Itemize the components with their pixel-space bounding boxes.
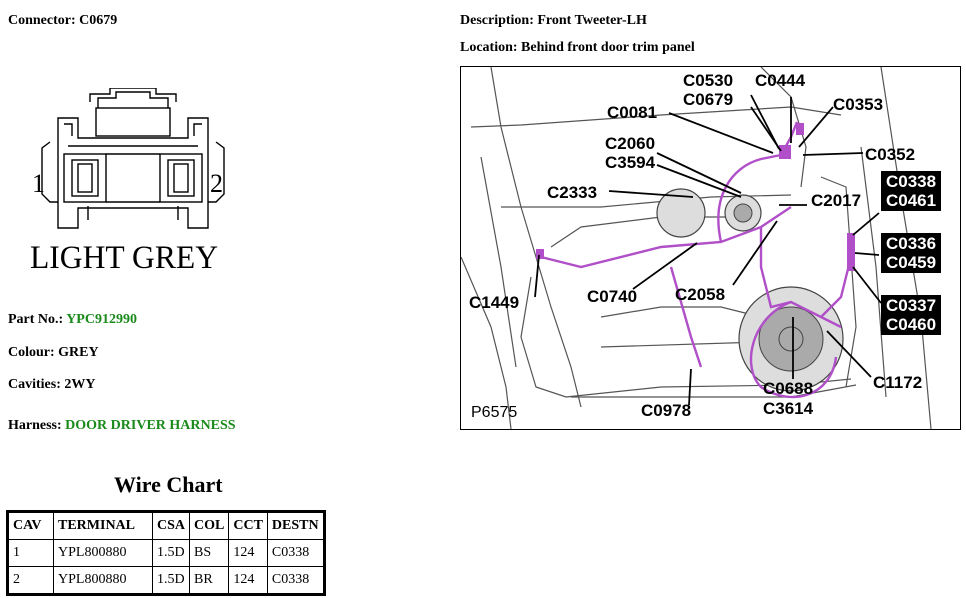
connector-face-drawing: 1 2 LIGHT GREY <box>30 88 225 276</box>
harness: Harness: DOOR DRIVER HARNESS <box>8 418 236 434</box>
location: Location: Behind front door trim panel <box>460 40 695 55</box>
cell-terminal: YPL800880 <box>53 566 153 595</box>
callout-c0336: C0336 <box>886 234 937 253</box>
col-terminal: TERMINAL <box>53 511 153 540</box>
callout-c0336-c0459: C0336 C0459 <box>881 233 942 273</box>
table-row: 2 YPL800880 1.5D BR 124 C0338 <box>7 566 325 595</box>
callout-c0740: C0740 <box>587 287 638 306</box>
col-cct: CCT <box>228 511 268 540</box>
cell-col: BS <box>189 539 230 567</box>
callout-c0460: C0460 <box>886 315 937 334</box>
callout-c0337-c0460: C0337 C0460 <box>881 295 942 335</box>
cell-destn: C0338 <box>266 566 325 595</box>
callout-c0530: C0530 <box>683 71 734 90</box>
callout-c0444: C0444 <box>755 71 806 90</box>
callout-c0353: C0353 <box>833 95 884 114</box>
part-number-label: Part No.: <box>8 312 67 327</box>
colour: Colour: GREY <box>8 345 99 360</box>
connector-id: Connector: C0679 <box>8 13 118 28</box>
description: Description: Front Tweeter-LH <box>460 13 647 28</box>
table-row: 1 YPL800880 1.5D BS 124 C0338 <box>7 539 325 567</box>
callout-c0352: C0352 <box>865 145 916 164</box>
col-destn: DESTN <box>266 511 325 540</box>
callout-c0338-c0461: C0338 C0461 <box>881 171 942 211</box>
harness-link[interactable]: DOOR DRIVER HARNESS <box>65 418 236 433</box>
callout-c0459: C0459 <box>886 253 937 272</box>
callout-c0461: C0461 <box>886 191 937 210</box>
callout-c2017: C2017 <box>811 191 862 210</box>
cell-destn: C0338 <box>266 539 325 567</box>
cell-cav: 1 <box>7 539 54 567</box>
cell-cct: 124 <box>228 566 268 595</box>
pin-2-label: 2 <box>210 169 223 198</box>
harness-label: Harness: <box>8 418 66 433</box>
col-csa: CSA <box>151 511 191 540</box>
callout-c1172: C1172 <box>873 373 923 392</box>
callout-c0338: C0338 <box>886 172 937 191</box>
col-col: COL <box>189 511 230 540</box>
cell-csa: 1.5D <box>151 539 191 567</box>
cell-terminal: YPL800880 <box>53 539 153 567</box>
image-reference: P6575 <box>471 404 518 421</box>
callout-c2058: C2058 <box>675 285 726 304</box>
location-illustration: C0530 C0679 C0444 C0081 C0353 C2060 C359… <box>460 66 961 430</box>
cell-cct: 124 <box>228 539 268 567</box>
callout-c0337: C0337 <box>886 296 937 315</box>
col-cav: CAV <box>7 511 54 540</box>
callout-c2333: C2333 <box>547 183 598 202</box>
callout-c1449: C1449 <box>469 293 520 312</box>
callout-c2060: C2060 <box>605 134 656 153</box>
cell-col: BR <box>189 566 230 595</box>
callout-c3594: C3594 <box>605 153 656 172</box>
pin-1-label: 1 <box>32 169 45 198</box>
cell-cav: 2 <box>7 566 54 595</box>
cell-csa: 1.5D <box>151 566 191 595</box>
wire-chart-table: CAV TERMINAL CSA COL CCT DESTN 1 YPL8008… <box>6 510 326 596</box>
callout-c0978: C0978 <box>641 401 692 420</box>
callout-c0081: C0081 <box>607 103 658 122</box>
callout-c0679: C0679 <box>683 90 734 109</box>
wire-chart-title: Wire Chart <box>114 472 223 497</box>
callout-c3614: C3614 <box>763 399 814 418</box>
colour-caption: LIGHT GREY <box>30 240 218 276</box>
callout-c0688: C0688 <box>763 379 814 398</box>
cavities: Cavities: 2WY <box>8 377 96 392</box>
part-number-link[interactable]: YPC912990 <box>66 312 137 327</box>
part-number: Part No.: YPC912990 <box>8 312 137 328</box>
table-header-row: CAV TERMINAL CSA COL CCT DESTN <box>7 511 325 540</box>
